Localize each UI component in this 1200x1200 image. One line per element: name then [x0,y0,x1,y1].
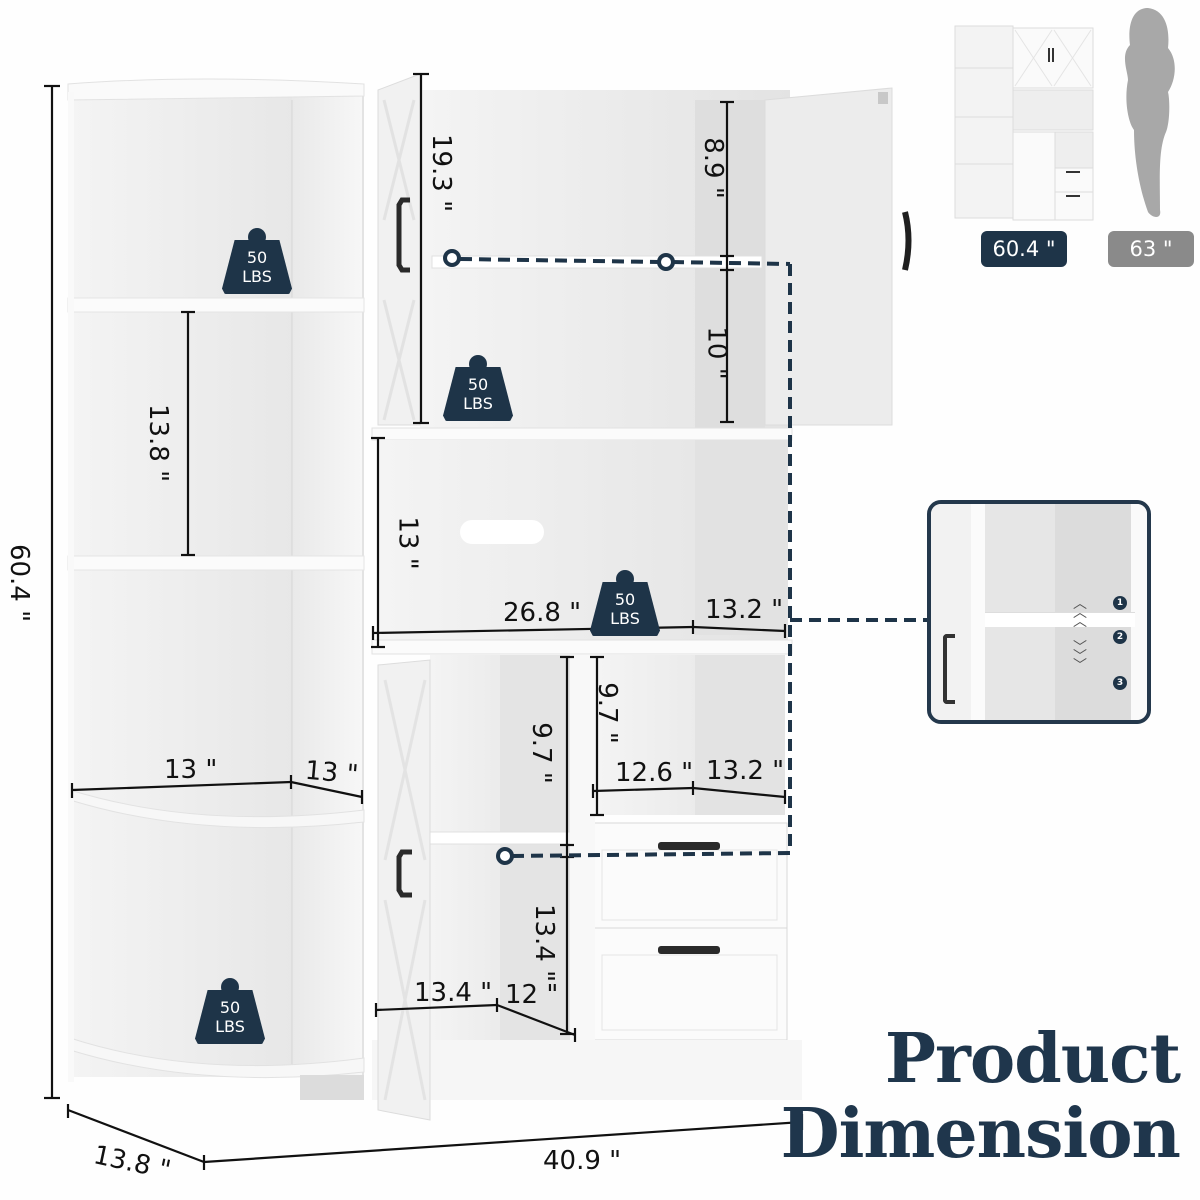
lower-cabinet-width-label: 13.4 " [414,978,493,1008]
cubby-depth-label: 13.2 " [706,756,785,786]
adjust-down-chevrons-icon: ﹀﹀﹀ [1073,640,1087,674]
cabinet-height-badge: 60.4 " [981,231,1067,267]
upper-shelf-top-gap-label: 8.9 " [697,137,728,199]
person-height-badge: 63 " [1108,231,1194,267]
connector-nodes [443,249,675,865]
corner-shelf-depth-label: 13 " [303,755,360,791]
shelf-position-3: 3 [1113,676,1127,690]
overall-height-label: 60.4 " [4,543,35,623]
adjustable-shelf-callout: ︿︿︿ ﹀﹀﹀ 1 2 3 [927,500,1151,724]
title-line-2: Dimension [780,1094,1181,1174]
title-line-1: Product [884,1019,1181,1099]
upper-shelf-bottom-gap-label: 10 " [701,326,732,380]
corner-shelf-width-label: 13 " [164,755,218,785]
cubby-height-label: 9.7 " [591,682,622,744]
dimension-lines [44,72,804,1170]
adjust-up-chevrons-icon: ︿︿︿ [1073,596,1087,630]
microwave-shelf-depth-label: 13.2 " [705,595,784,625]
lower-cabinet-depth-label: 12 " [505,980,559,1010]
corner-shelf-gap-label: 13.8 " [143,403,174,483]
shelf-position-2: 2 [1113,630,1127,644]
overall-width-label: 40.9 " [543,1146,622,1176]
microwave-shelf-width-label: 26.8 " [503,598,582,628]
adjustable-shelf-connector [459,257,927,858]
lower-cabinet-lower-height-label: 13.4 " [529,903,560,983]
lower-cabinet-upper-height-label: 9.7 " [525,722,556,784]
shelf-position-1: 1 [1113,596,1127,610]
microwave-shelf-height-label: 13 " [392,516,423,570]
corner-shelf-unit [67,78,365,1100]
cubby-width-label: 12.6 " [615,758,694,788]
door-handle-icon [943,634,955,704]
upper-cabinet-height-label: 19.3 " [426,133,457,213]
